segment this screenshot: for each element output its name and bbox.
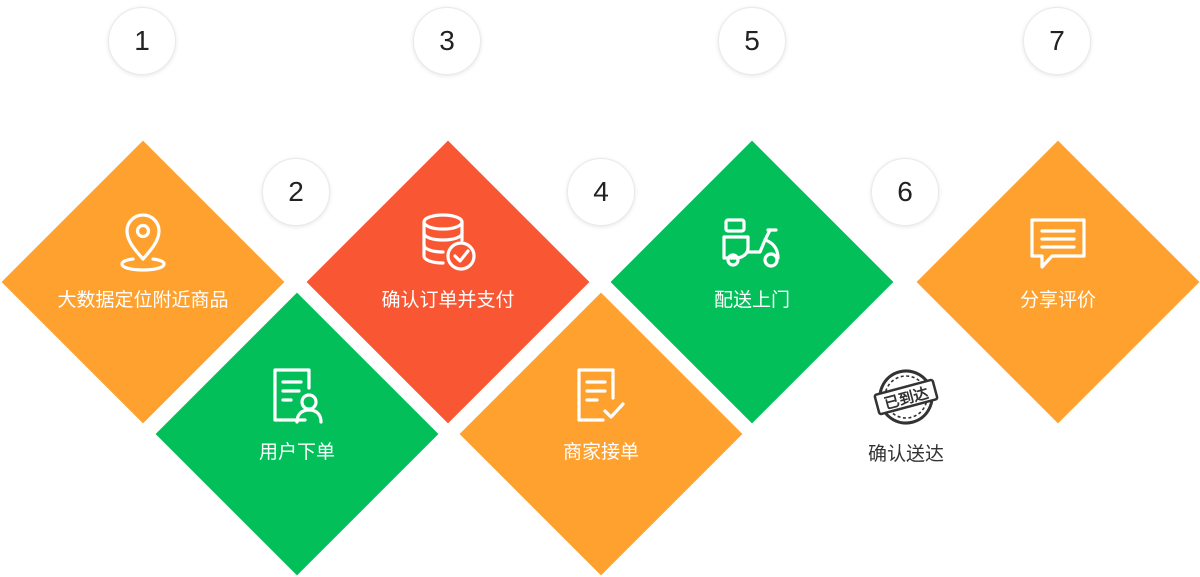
- step-2-label: 用户下单: [258, 441, 335, 463]
- step-6-label: 确认送达: [867, 443, 944, 465]
- step-5-label: 配送上门: [713, 289, 790, 311]
- location-pin-icon: [120, 213, 166, 272]
- step-7-label: 分享评价: [1019, 289, 1096, 311]
- step-5-content: 配送上门: [642, 210, 862, 312]
- step-3-content: 确认订单并支付: [338, 210, 558, 312]
- delivery-scooter-icon: [722, 218, 780, 268]
- step-number-7: 7: [1023, 7, 1091, 75]
- step-2-content: 用户下单: [187, 364, 407, 464]
- arrived-stamp-icon: 已到达: [873, 369, 939, 425]
- step-4-content: 商家接单: [491, 364, 711, 464]
- coin-stack-check-icon: [422, 213, 476, 271]
- step-number-1: 1: [108, 7, 176, 75]
- step-3-label: 确认订单并支付: [381, 289, 515, 311]
- step-number-5: 5: [718, 7, 786, 75]
- step-1-content: 大数据定位附近商品: [33, 210, 253, 312]
- document-check-icon: [577, 368, 625, 422]
- step-number-6: 6: [871, 158, 939, 226]
- step-number-4: 4: [567, 158, 635, 226]
- step-1-label: 大数据定位附近商品: [57, 289, 229, 311]
- step-6-content: 已到达 确认送达: [796, 366, 1016, 466]
- step-number-2: 2: [262, 158, 330, 226]
- step-4-label: 商家接单: [562, 441, 639, 463]
- step-7-content: 分享评价: [948, 210, 1168, 312]
- chat-bubble-icon: [1030, 218, 1086, 269]
- step-number-3: 3: [413, 7, 481, 75]
- order-form-user-icon: [273, 368, 323, 424]
